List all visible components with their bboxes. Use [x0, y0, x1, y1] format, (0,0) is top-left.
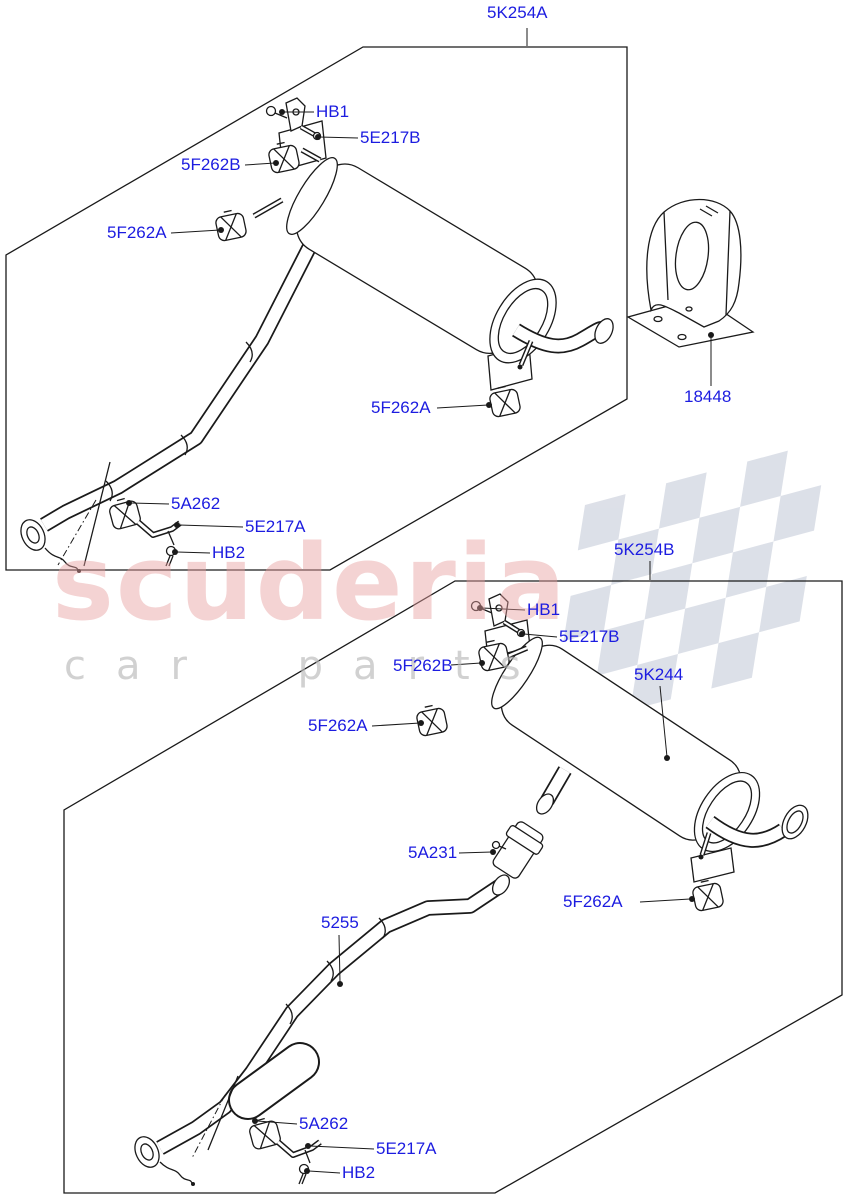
part-label-5F262A-b1[interactable]: 5F262A — [308, 716, 368, 735]
part-label-5E217B-a[interactable]: 5E217B — [360, 128, 421, 147]
part-label-HB1-b[interactable]: HB1 — [527, 600, 561, 619]
part-label-HB2-b[interactable]: HB2 — [342, 1163, 376, 1182]
part-label-5E217B-b[interactable]: 5E217B — [559, 627, 620, 646]
part-label-5E217A-a[interactable]: 5E217A — [245, 517, 306, 536]
part-label-5F262B-a[interactable]: 5F262B — [181, 155, 241, 174]
part-label-5A262-b[interactable]: 5A262 — [299, 1114, 349, 1133]
part-label-5F262B-b[interactable]: 5F262B — [393, 656, 453, 675]
part-label-5K244[interactable]: 5K244 — [634, 665, 684, 684]
checkered-flag-watermark — [549, 450, 822, 733]
assembly-b-outline — [63, 580, 843, 1194]
part-label-5K254A[interactable]: 5K254A — [487, 3, 548, 22]
part-label-5K254B[interactable]: 5K254B — [614, 540, 675, 559]
part-label-HB2-a[interactable]: HB2 — [212, 543, 246, 562]
rear-silencer-a-drawing — [20, 97, 614, 573]
part-label-5F262A-a2[interactable]: 5F262A — [371, 398, 431, 417]
part-label-5255[interactable]: 5255 — [321, 913, 359, 932]
part-label-5A231[interactable]: 5A231 — [408, 843, 458, 862]
part-label-5F262A-b2[interactable]: 5F262A — [563, 892, 623, 911]
part-label-5F262A-a1[interactable]: 5F262A — [107, 223, 167, 242]
part-label-5E217A-b[interactable]: 5E217A — [376, 1139, 437, 1158]
part-label-HB1-a[interactable]: HB1 — [316, 102, 350, 121]
part-label-5A262-a[interactable]: 5A262 — [171, 494, 221, 513]
rear-silencer-b-drawing — [134, 593, 809, 1186]
assembly-a-outline — [5, 46, 628, 571]
bracket-18448-drawing — [626, 198, 755, 348]
leader-lines — [126, 28, 714, 1174]
part-label-18448[interactable]: 18448 — [684, 387, 732, 406]
